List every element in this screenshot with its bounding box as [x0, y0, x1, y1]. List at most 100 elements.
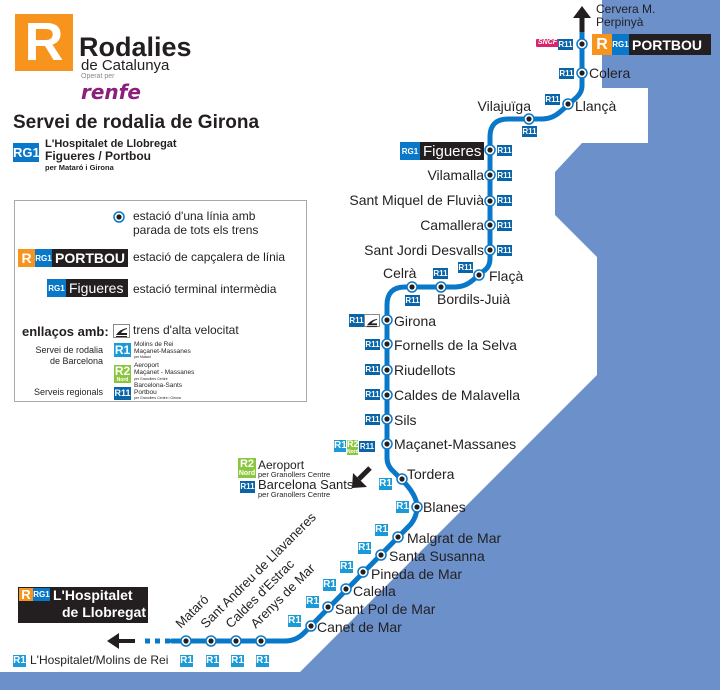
station-dot[interactable] — [381, 438, 393, 450]
station-dot-center — [208, 638, 214, 644]
station-dot[interactable] — [473, 269, 485, 281]
station-label-santa-susanna[interactable]: Santa Susanna — [389, 548, 485, 564]
station-dot[interactable] — [375, 549, 387, 561]
station-label-flaca[interactable]: Flaçà — [489, 268, 524, 284]
station-dot-center — [487, 172, 493, 178]
branch-barcelona-sants[interactable]: Barcelona Sants — [258, 477, 354, 492]
legend-head-terminal-badge: R RG1 PORTBOU — [18, 249, 128, 267]
badge-r1-arenys: R1 — [256, 655, 269, 667]
terminal-badge-hospitalet[interactable]: R RG1 L'Hospitalet de Llobregat — [18, 587, 148, 623]
legend-intermediate-terminal-line: RG1 — [47, 279, 66, 297]
badge-r11-macanet: R11 — [359, 441, 375, 452]
station-label-caldes-de-malavella[interactable]: Caldes de Malavella — [394, 387, 521, 403]
station-dot[interactable] — [381, 338, 393, 350]
badge-r11-girona: R11 — [349, 314, 364, 327]
station-dot[interactable] — [484, 169, 496, 181]
station-dot-center — [183, 638, 189, 644]
station-label-vilamalla[interactable]: Vilamalla — [427, 167, 484, 183]
station-dot[interactable] — [435, 281, 447, 293]
station-dot[interactable] — [205, 635, 217, 647]
station-label-girona[interactable]: Girona — [394, 313, 437, 329]
station-label-sils[interactable]: Sils — [394, 412, 417, 428]
station-dot[interactable] — [305, 620, 317, 632]
station-dot[interactable] — [381, 389, 393, 401]
badge-r1-calella: R1 — [323, 579, 336, 591]
station-label-sant-pol-de-mar[interactable]: Sant Pol de Mar — [335, 601, 436, 617]
station-dot-center — [378, 552, 384, 558]
high-speed-train-icon — [113, 324, 130, 338]
station-dot[interactable] — [411, 501, 423, 513]
station-dot[interactable] — [484, 144, 496, 156]
station-label-tordera[interactable]: Tordera — [407, 466, 455, 482]
legend-r2-badge: R2 Nord — [114, 365, 131, 383]
badge-r11-vilamalla: R11 — [497, 170, 512, 181]
station-label-figueres: Figueres — [423, 142, 482, 160]
station-label-canet-de-mar[interactable]: Canet de Mar — [317, 619, 402, 635]
station-label-macanet-massanes[interactable]: Maçanet-Massanes — [394, 436, 517, 452]
sncf-logo: SNCF — [536, 39, 560, 47]
terminal-badge-portbou[interactable]: R RG1 PORTBOU — [592, 34, 711, 55]
terminal-hospitalet-line: RG1 — [33, 588, 50, 601]
station-dot[interactable] — [381, 314, 393, 326]
branch-r2-badge: R2 Nord — [238, 458, 256, 478]
station-label-riudellots[interactable]: Riudellots — [394, 362, 456, 378]
station-label-malgrat-de-mar[interactable]: Malgrat de Mar — [407, 530, 502, 546]
badge-r1-macanet: R1 — [334, 440, 346, 452]
station-dot[interactable] — [180, 635, 192, 647]
station-dot[interactable] — [562, 98, 574, 110]
station-dot[interactable] — [340, 583, 352, 595]
station-label-llanca[interactable]: Llançà — [575, 98, 617, 114]
station-label-sant-jordi-desvalls[interactable]: Sant Jordi Desvalls — [364, 242, 484, 258]
station-dot[interactable] — [230, 635, 242, 647]
branch-r11-badge: R11 — [240, 481, 255, 493]
station-dot[interactable] — [381, 413, 393, 425]
station-dot[interactable] — [576, 67, 588, 79]
station-dot[interactable] — [576, 38, 588, 50]
station-dot[interactable] — [484, 195, 496, 207]
station-dot-center — [384, 416, 390, 422]
badge-r11-camallera: R11 — [497, 220, 512, 231]
legend-r2-via: per Granollers Centre — [134, 377, 168, 381]
station-label-colera[interactable]: Colera — [589, 65, 631, 81]
south-destination[interactable]: L'Hospitalet/Molins de Rei — [30, 653, 169, 667]
station-dot[interactable] — [255, 635, 267, 647]
branch-r2-sub: Nord — [238, 470, 256, 477]
station-dot-center — [487, 198, 493, 204]
branch-aeroport[interactable]: Aeroport — [258, 458, 305, 472]
station-label-celra[interactable]: Celrà — [383, 265, 417, 281]
badge-r11-portbou: R11 — [558, 39, 573, 50]
badge-r1-santa-susanna: R1 — [358, 542, 371, 554]
station-dot-center — [565, 101, 571, 107]
station-dot[interactable] — [406, 281, 418, 293]
station-dot[interactable] — [396, 473, 408, 485]
terminal-hospitalet-r: R — [19, 587, 33, 602]
branch-barcelona-sants-via: per Granollers Centre — [258, 490, 331, 499]
terminal-hospitalet-name-1: L'Hospitalet — [53, 587, 133, 603]
station-dot-center — [233, 638, 239, 644]
station-label-calella[interactable]: Calella — [353, 583, 396, 599]
station-dot[interactable] — [484, 244, 496, 256]
badge-r1-tordera: R1 — [379, 478, 392, 490]
station-label-fornells-de-la-selva[interactable]: Fornells de la Selva — [394, 337, 517, 353]
station-label-blanes[interactable]: Blanes — [423, 499, 466, 515]
station-dot[interactable] — [392, 531, 404, 543]
legend-connections-title: enllaços amb: — [22, 324, 109, 339]
badge-r1-blanes: R1 — [396, 501, 409, 513]
station-label-pineda-de-mar[interactable]: Pineda de Mar — [371, 566, 463, 582]
station-label-vilajuiga[interactable]: Vilajuïga — [477, 98, 531, 114]
station-label-sant-miquel-de-fluvia[interactable]: Sant Miquel de Fluvià — [349, 192, 484, 208]
station-label-camallera[interactable]: Camallera — [420, 217, 484, 233]
page-title: Servei de rodalia de Girona — [13, 112, 260, 133]
station-dot[interactable] — [523, 113, 535, 125]
station-dot[interactable] — [484, 219, 496, 231]
station-dot[interactable] — [357, 566, 369, 578]
legend-intermediate-terminal-name: Figueres — [69, 280, 124, 296]
station-dot[interactable] — [381, 364, 393, 376]
terminal-badge-figueres[interactable]: RG1 Figueres — [400, 142, 484, 160]
legend-head-terminal-r: R — [18, 249, 35, 267]
station-dot[interactable] — [322, 601, 334, 613]
station-label-bordils-juia[interactable]: Bordils-Juià — [437, 291, 511, 307]
badge-r11-colera: R11 — [559, 68, 574, 79]
line-route-via: per Mataró i Girona — [45, 163, 114, 172]
